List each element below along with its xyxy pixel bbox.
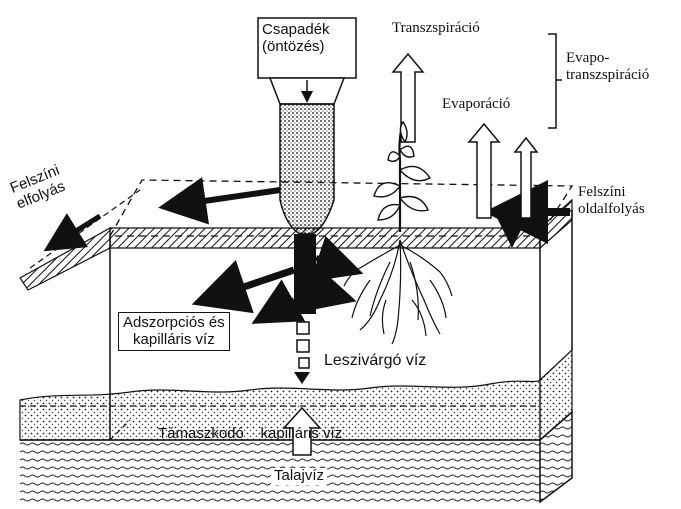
arrow-down-left bbox=[251, 279, 306, 324]
capillary-rise-arrow bbox=[282, 406, 322, 456]
arrow-to-roots-lower bbox=[303, 265, 357, 312]
transpiration-label: Transzspiráció bbox=[392, 20, 480, 36]
percolation-step-2 bbox=[296, 339, 310, 353]
adsorption-water-label: Adszorpciós és kapilláris víz bbox=[118, 312, 230, 351]
evapotranspiration-label: Evapo- transzspiráció bbox=[566, 50, 650, 83]
percolating-water-label: Leszivárgó víz bbox=[322, 352, 429, 370]
infiltration-column bbox=[279, 103, 335, 235]
infiltration-stem bbox=[294, 234, 316, 314]
lateral-surface-flow-label: Felszíni oldalfolyás bbox=[578, 184, 645, 217]
percolation-step-1 bbox=[296, 321, 310, 335]
percolation-step-3 bbox=[298, 357, 310, 369]
evapotranspiration-bracket bbox=[548, 33, 562, 129]
surface-hatch bbox=[109, 227, 541, 249]
box-corner-dash bbox=[109, 419, 131, 441]
runoff-arrow bbox=[43, 213, 102, 252]
roots bbox=[343, 239, 453, 345]
arrow-to-runoff bbox=[158, 177, 281, 225]
groundwater-label: Talajvíz bbox=[271, 467, 328, 485]
capillary-side bbox=[539, 348, 573, 442]
capillary-support-label: Támaszkodó kapilláris víz bbox=[158, 425, 343, 442]
transpiration-arrow bbox=[391, 52, 425, 143]
evaporation-arrow-2 bbox=[513, 136, 539, 219]
arrow-left-soil bbox=[191, 260, 296, 314]
evaporation-arrow-1 bbox=[467, 122, 501, 219]
capillary-layer bbox=[19, 378, 541, 441]
precipitation-box bbox=[257, 17, 357, 79]
evaporation-label: Evaporáció bbox=[442, 96, 511, 112]
surface-hatch-side bbox=[539, 198, 573, 250]
plant bbox=[373, 120, 432, 232]
arrow-to-roots-upper bbox=[310, 235, 364, 282]
runoff-dashed-edge bbox=[29, 189, 141, 269]
percolation-arrowhead bbox=[294, 372, 310, 384]
precipitation-label: Csapadék (öntözés) bbox=[262, 21, 330, 55]
